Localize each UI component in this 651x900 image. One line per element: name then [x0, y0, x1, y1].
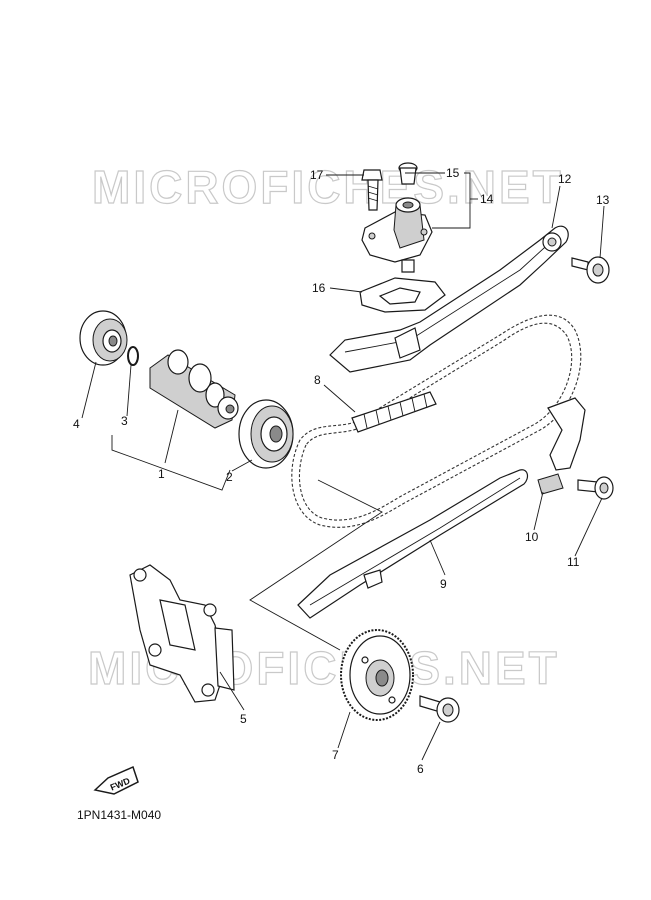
o-ring-3	[127, 346, 139, 366]
ref-line-guide	[249, 479, 383, 651]
callout-7: 7	[332, 748, 339, 762]
gasket-16	[359, 277, 446, 313]
callout-9: 9	[440, 577, 447, 591]
callout-6: 6	[417, 762, 424, 776]
watermark-top: MICROFICHES.NET	[92, 161, 564, 213]
callout-16: 16	[312, 281, 326, 295]
callout-3: 3	[121, 414, 128, 428]
fwd-arrow-icon: FWD	[93, 765, 139, 795]
gasket-5	[129, 564, 235, 703]
callout-13: 13	[596, 193, 610, 207]
callout-5: 5	[240, 712, 247, 726]
bearing-4	[79, 310, 128, 366]
bolt-17	[361, 169, 383, 211]
chain-guide-lower	[297, 469, 529, 619]
callout-2: 2	[226, 470, 233, 484]
callout-17: 17	[310, 168, 324, 182]
cam-sprocket-7	[340, 629, 414, 721]
callout-4: 4	[73, 417, 80, 431]
timing-chain	[291, 314, 582, 528]
camshaft-1	[149, 349, 239, 429]
bolt-13	[571, 256, 610, 284]
cap-bolt-15	[398, 162, 418, 185]
callout-11: 11	[567, 555, 580, 569]
callout-1: 1	[158, 467, 165, 481]
callout-12: 12	[558, 172, 572, 186]
leader-lines	[81, 172, 605, 761]
tensioner-assembly	[361, 197, 433, 273]
chain-guide-upper	[329, 225, 569, 373]
guide-stopper-10	[537, 397, 586, 495]
callout-14: 14	[480, 192, 494, 206]
bolt-11	[577, 476, 614, 500]
cam-chain-8	[351, 391, 437, 433]
callout-10: 10	[525, 530, 539, 544]
callout-8: 8	[314, 373, 321, 387]
diagram-code: 1PN1431-M040	[77, 808, 162, 822]
callout-15: 15	[446, 166, 460, 180]
cam-bearing-2	[238, 399, 294, 469]
sprocket-bolt-6	[419, 695, 460, 723]
